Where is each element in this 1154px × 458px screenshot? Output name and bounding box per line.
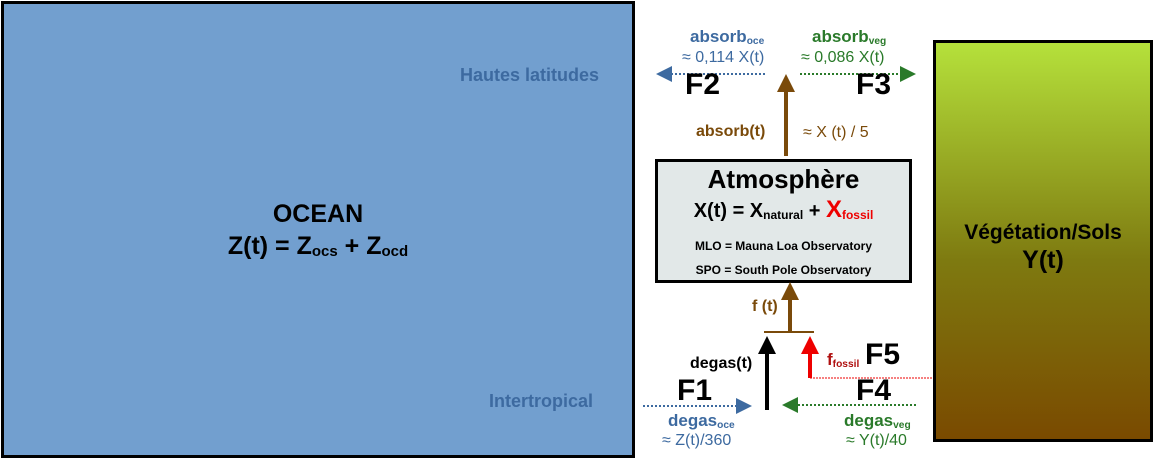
f2-name: absorboce <box>690 27 765 47</box>
zone-intertropical: Intertropical <box>489 391 594 411</box>
atmosphere-title: Atmosphère <box>707 164 860 194</box>
f5-label: F5 <box>865 338 901 371</box>
atmosphere-formula: X(t) = Xnatural + Xfossil <box>693 196 874 223</box>
ocean-title: OCEAN <box>272 200 364 228</box>
vegetation-box: Végétation/Sols Y(t) <box>933 40 1153 442</box>
f3-label: F3 <box>856 68 892 101</box>
f3-expr: ≈ 0,086 X(t) <box>801 49 885 66</box>
degas-name: degas(t) <box>690 355 753 372</box>
f2-label: F2 <box>685 68 721 101</box>
absorb-expr: ≈ X (t) / 5 <box>803 124 869 141</box>
f1-label: F1 <box>677 374 713 407</box>
vegetation-formula: Y(t) <box>1022 246 1064 274</box>
legend-mlo: MLO = Mauna Loa Observatory <box>694 239 873 253</box>
f3-name: absorbveg <box>812 27 887 47</box>
absorb-name: absorb(t) <box>696 123 766 140</box>
zone-high-latitudes: Hautes latitudes <box>460 65 600 85</box>
f5-name: ffossil <box>827 350 860 370</box>
f4-expr: ≈ Y(t)/40 <box>846 432 907 449</box>
f-name: f (t) <box>752 298 778 315</box>
atmosphere-box: Atmosphère X(t) = Xnatural + Xfossil MLO… <box>655 159 912 283</box>
ocean-formula: Z(t) = Zocs + Zocd <box>227 232 409 260</box>
f1-name: degasoce <box>668 411 735 431</box>
ocean-box: OCEAN Z(t) = Zocs + Zocd <box>1 1 635 458</box>
f1-expr: ≈ Z(t)/360 <box>662 432 732 449</box>
f4-label: F4 <box>856 374 892 407</box>
f4-name: degasveg <box>844 411 911 431</box>
f2-expr: ≈ 0,114 X(t) <box>682 49 765 66</box>
vegetation-title: Végétation/Sols <box>964 221 1122 244</box>
legend-spo: SPO = South Pole Observatory <box>695 263 872 277</box>
